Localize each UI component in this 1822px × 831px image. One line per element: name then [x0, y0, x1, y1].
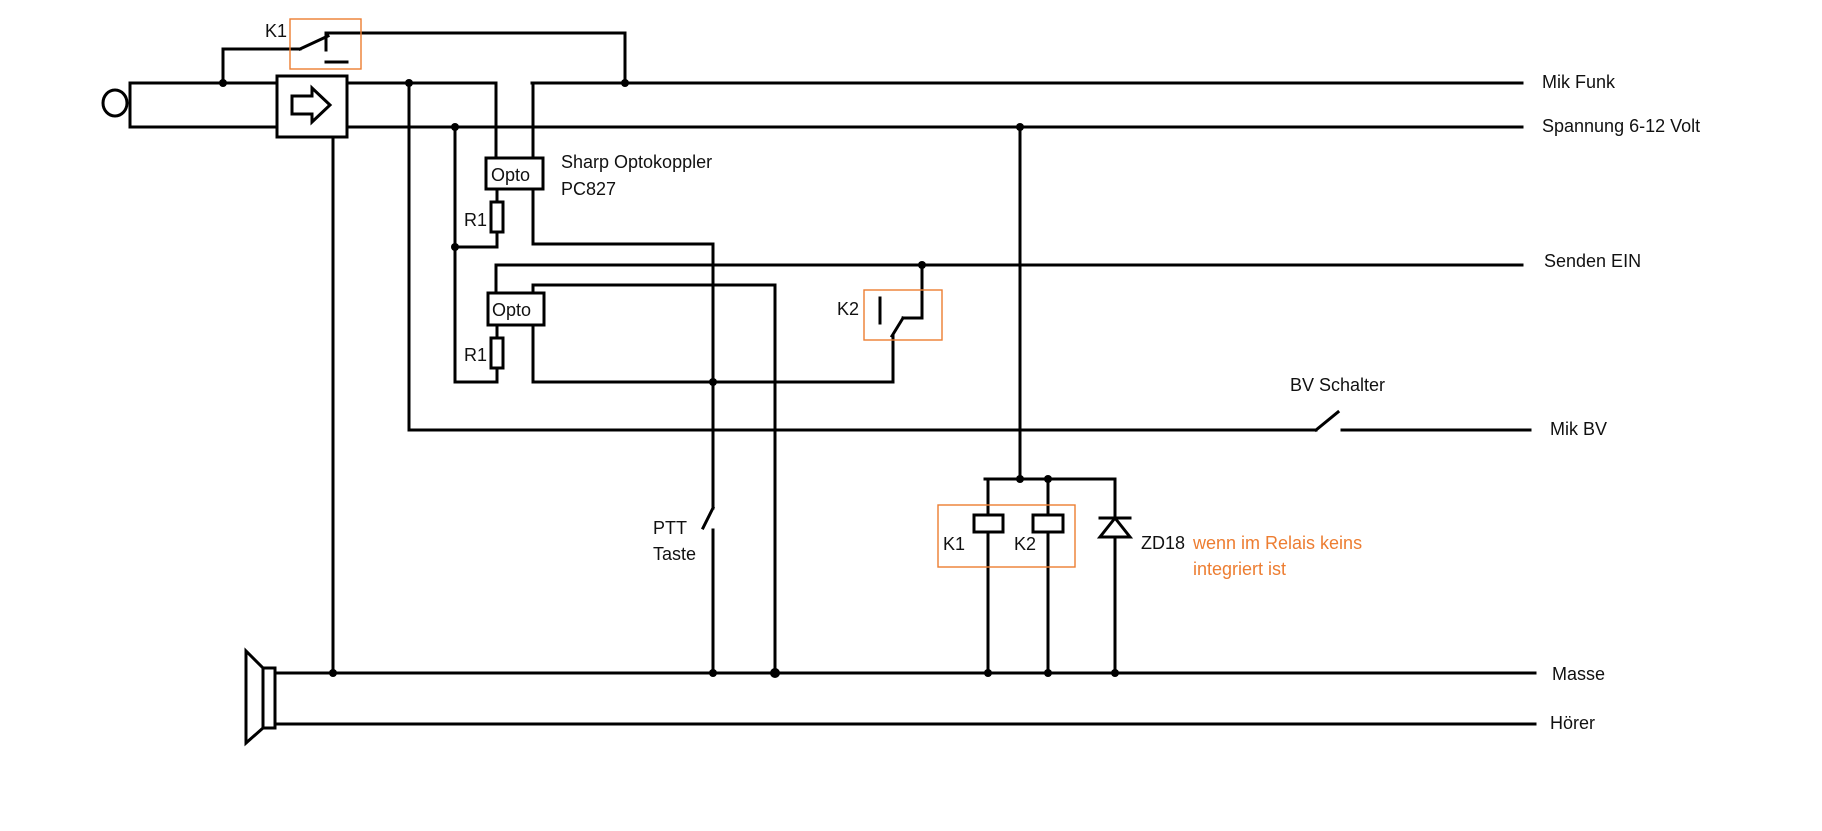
k1-contact-highlight [289, 18, 362, 70]
opto-bottom-label: Opto [492, 300, 531, 320]
ptt-label-line2: Taste [653, 544, 696, 564]
label-mik-funk: Mik Funk [1542, 72, 1616, 92]
senden-ein-line [494, 263, 1524, 295]
k1-coil-label: K1 [943, 534, 965, 554]
supply-branch [453, 125, 499, 384]
k2-contact-highlight [863, 289, 943, 341]
r1-bottom-label: R1 [464, 345, 487, 365]
label-mik-bv: Mik BV [1550, 419, 1607, 439]
optocoupler-part: PC827 [561, 179, 616, 199]
ptt-switch [700, 505, 716, 675]
zener-diode [1096, 477, 1134, 675]
zener-note-line2: integriert ist [1193, 559, 1286, 579]
amplifier-block [275, 74, 349, 139]
k2-contact [878, 263, 924, 384]
r1-top-label: R1 [464, 210, 487, 230]
speaker-icon [244, 647, 277, 747]
microphone-connector [101, 81, 277, 129]
k1-bypass-wire [221, 31, 627, 85]
k2-coil-label: K2 [1014, 534, 1036, 554]
k1-contact-label: K1 [265, 21, 287, 41]
zener-note-line1: wenn im Relais keins [1192, 533, 1362, 553]
optocoupler-name: Sharp Optokoppler [561, 152, 712, 172]
relay-coils-highlight [937, 504, 1076, 568]
zener-label: ZD18 [1141, 533, 1185, 553]
bv-switch-label: BV Schalter [1290, 375, 1385, 395]
mik-bv-line [407, 81, 1532, 433]
label-spannung: Spannung 6-12 Volt [1542, 116, 1700, 136]
label-senden-ein: Senden EIN [1544, 251, 1641, 271]
relay-coils [972, 125, 1117, 675]
ptt-label-line1: PTT [653, 518, 687, 538]
label-masse: Masse [1552, 664, 1605, 684]
optocoupler-bottom [486, 283, 895, 675]
junction-dots [219, 79, 1119, 678]
opto-top-label: Opto [491, 165, 530, 185]
optocoupler-top [453, 81, 715, 510]
label-hoerer: Hörer [1550, 713, 1595, 733]
k2-contact-label: K2 [837, 299, 859, 319]
